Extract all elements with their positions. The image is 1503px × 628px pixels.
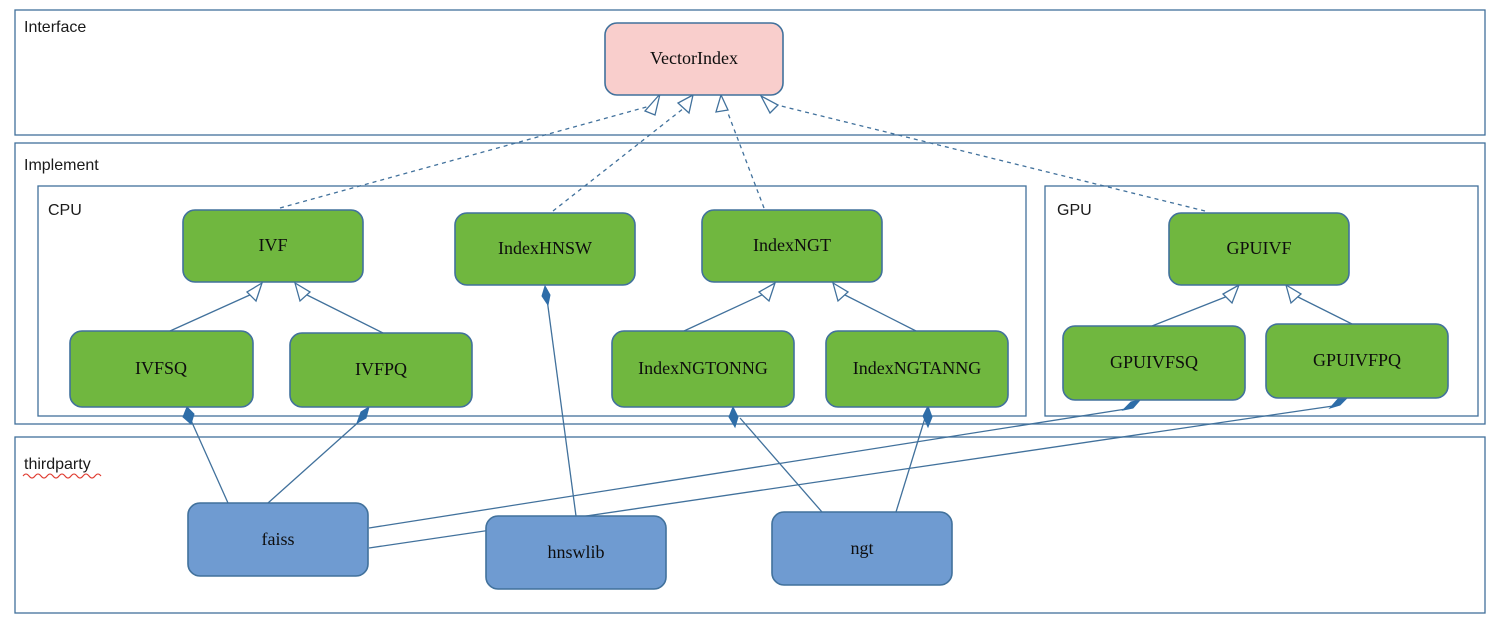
node-indexhnsw[interactable]: IndexHNSW <box>454 212 636 286</box>
edge-gpuivfpq-to-gpuivf <box>1284 283 1353 325</box>
generalization-arrowhead-icon <box>1284 283 1303 305</box>
node-vectorindex-label: VectorIndex <box>650 48 738 68</box>
edge-hnswlib-to-indexhnsw <box>541 284 577 517</box>
node-vectorindex[interactable]: VectorIndex <box>604 22 784 96</box>
edge-line <box>1151 295 1229 327</box>
composition-diamond-icon <box>356 405 370 425</box>
edge-line <box>1295 295 1353 325</box>
edge-line <box>267 418 363 504</box>
spellcheck-underline-icon <box>22 473 102 479</box>
edge-line <box>546 298 577 517</box>
node-ivfsq-label: IVFSQ <box>135 358 187 378</box>
node-indexngtanng-box <box>825 330 1009 408</box>
edge-ngt-to-indexngtanng <box>895 404 933 513</box>
edge-indexngt-to-vectorindex <box>715 93 765 209</box>
edge-ngt-to-indexngtonng <box>728 405 823 513</box>
edge-line <box>683 293 765 332</box>
node-indexngtanng-label: IndexNGTANNG <box>853 358 982 378</box>
edge-indexhnsw-to-vectorindex <box>552 93 694 212</box>
node-faiss[interactable]: faiss <box>187 502 369 577</box>
node-ivf[interactable]: IVF <box>182 209 364 283</box>
generalization-arrowhead-icon <box>1221 283 1241 305</box>
node-indexhnsw-box <box>454 212 636 286</box>
node-gpuivfsq-box <box>1062 325 1246 401</box>
edge-ivfsq-to-ivf <box>169 281 264 332</box>
node-ivfsq-box <box>69 330 254 408</box>
edge-line <box>552 107 685 212</box>
node-gpuivfpq[interactable]: GPUIVFPQ <box>1265 323 1449 399</box>
realization-arrowhead-icon <box>759 94 780 115</box>
edge-line <box>739 417 823 513</box>
group-gpu-label: GPU <box>1057 202 1092 219</box>
node-indexngt-box <box>701 209 883 283</box>
group-interface-label: Interface <box>24 19 86 36</box>
composition-diamond-icon <box>922 404 933 429</box>
node-indexngtanng[interactable]: IndexNGTANNG <box>825 330 1009 408</box>
node-indexngtonng-label: IndexNGTONNG <box>638 358 768 378</box>
realization-arrowhead-icon <box>715 93 729 113</box>
edge-gpuivf-to-vectorindex <box>759 94 1206 212</box>
edge-indexngtonng-to-indexngt <box>683 281 777 332</box>
node-ivfsq[interactable]: IVFSQ <box>69 330 254 408</box>
realization-arrowhead-icon <box>643 93 661 116</box>
node-ngt-box <box>771 511 953 586</box>
composition-diamond-icon <box>541 284 551 307</box>
edge-line <box>169 293 253 332</box>
edge-line <box>842 293 917 332</box>
node-ngt-label: ngt <box>850 538 873 558</box>
group-thirdparty-label: thirdparty <box>24 456 91 473</box>
edge-gpuivfsq-to-gpuivf <box>1151 283 1241 327</box>
edge-line <box>772 103 1206 212</box>
node-ivf-label: IVF <box>258 235 287 255</box>
node-gpuivfpq-label: GPUIVFPQ <box>1313 350 1401 370</box>
edge-faiss-to-ivfpq <box>267 405 370 504</box>
node-faiss-box <box>187 502 369 577</box>
edge-line <box>368 408 1127 529</box>
node-gpuivf[interactable]: GPUIVF <box>1168 212 1350 286</box>
node-hnswlib-label: hnswlib <box>547 542 604 562</box>
node-gpuivf-label: GPUIVF <box>1226 238 1291 258</box>
composition-diamond-icon <box>728 405 739 429</box>
edge-line <box>304 293 384 334</box>
node-indexhnsw-label: IndexHNSW <box>498 238 592 258</box>
composition-diamond-icon <box>1121 399 1142 411</box>
realization-arrowhead-icon <box>676 93 694 115</box>
edge-line <box>895 417 926 513</box>
node-hnswlib[interactable]: hnswlib <box>485 515 667 590</box>
node-gpuivfpq-box <box>1265 323 1449 399</box>
node-indexngtonng-box <box>611 330 795 408</box>
node-vectorindex-box <box>604 22 784 96</box>
node-gpuivf-box <box>1168 212 1350 286</box>
node-faiss-label: faiss <box>262 529 295 549</box>
node-indexngt-label: IndexNGT <box>753 235 831 255</box>
edge-faiss-to-ivfsq <box>182 406 229 504</box>
group-implement-label: Implement <box>24 157 99 174</box>
node-hnswlib-box <box>485 515 667 590</box>
edge-faiss-to-gpuivfsq <box>368 399 1142 529</box>
edge-line <box>189 417 229 504</box>
generalization-arrowhead-icon <box>831 281 850 303</box>
node-ivfpq-box <box>289 332 473 408</box>
node-gpuivfsq[interactable]: GPUIVFSQ <box>1062 325 1246 401</box>
node-indexngt[interactable]: IndexNGT <box>701 209 883 283</box>
edge-ivfpq-to-ivf <box>293 281 384 334</box>
node-gpuivfsq-label: GPUIVFSQ <box>1110 352 1198 372</box>
node-ivfpq[interactable]: IVFPQ <box>289 332 473 408</box>
edge-indexngtanng-to-indexngt <box>831 281 917 332</box>
generalization-arrowhead-icon <box>245 281 264 303</box>
composition-diamond-icon <box>182 406 195 425</box>
node-ngt[interactable]: ngt <box>771 511 953 586</box>
node-indexngtonng[interactable]: IndexNGTONNG <box>611 330 795 408</box>
edge-ivf-to-vectorindex <box>279 93 661 209</box>
generalization-arrowhead-icon <box>757 281 777 303</box>
generalization-arrowhead-icon <box>293 281 312 303</box>
node-ivf-box <box>182 209 364 283</box>
group-cpu-label: CPU <box>48 202 82 219</box>
edge-line <box>725 107 765 209</box>
node-ivfpq-label: IVFPQ <box>355 359 407 379</box>
